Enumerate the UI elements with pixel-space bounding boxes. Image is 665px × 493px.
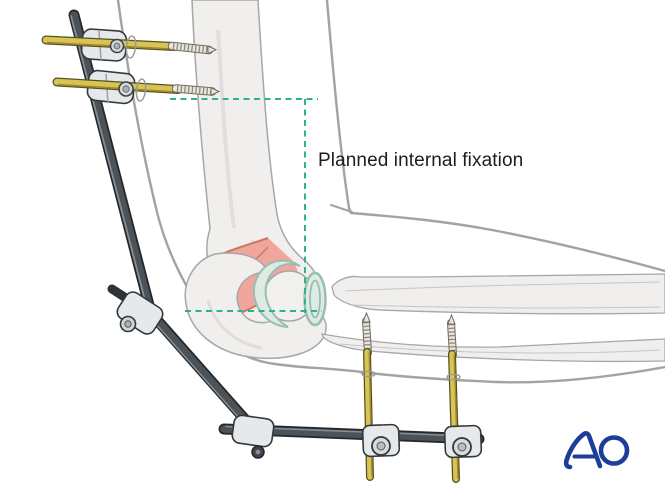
pin-1-skin-entry-ring xyxy=(125,35,137,59)
pin-3-thread-hatch xyxy=(363,321,371,353)
ulna-bone xyxy=(320,333,665,363)
humerus-shading xyxy=(216,29,236,229)
pin-1-tip xyxy=(207,45,218,55)
annotation-planned-internal-fixation: Planned internal fixation xyxy=(318,150,524,171)
ao-logo xyxy=(563,431,630,470)
clamp-middle-bolt-center xyxy=(124,320,132,328)
pin-clamp-4-bolt-center xyxy=(457,442,467,452)
pin-2-skin-entry-ring xyxy=(135,78,147,102)
pin-clamp-lower-1 xyxy=(361,423,401,458)
pin-1-shaft xyxy=(42,36,178,50)
elbow-crease-notch xyxy=(330,204,353,213)
upper-arm-posterior-outline xyxy=(325,0,665,273)
pin-clamp-1-nut-center xyxy=(113,42,121,50)
ao-logo-letter-o xyxy=(598,435,630,466)
pin-clamp-2-nut-center xyxy=(122,85,130,93)
upper-arm-anterior-forearm-outline xyxy=(116,0,665,384)
pin-2-thread xyxy=(172,85,216,95)
pin-2-shade xyxy=(57,83,178,93)
ulna-inner-contour xyxy=(339,343,661,354)
pin-clamp-3-bolt-center xyxy=(376,441,386,451)
bones xyxy=(184,0,665,363)
schanz-pin-upper-1 xyxy=(41,35,218,55)
rod-lower xyxy=(146,308,261,437)
pin-4-thread-hatch xyxy=(448,323,456,355)
pin-clamp-lower-2 xyxy=(443,424,483,459)
clamp-bottom-bolt-center xyxy=(255,449,261,455)
rod-to-rod-clamp-bottom xyxy=(231,414,275,459)
pin-2-tip xyxy=(210,87,221,96)
arm-silhouette xyxy=(116,0,665,384)
pin-3-tip xyxy=(362,311,371,323)
pin-2-shaft xyxy=(53,78,182,93)
rod-upper xyxy=(70,11,154,313)
pin-4-tip xyxy=(447,313,456,325)
schanz-pin-upper-2 xyxy=(52,77,221,96)
radius-inner-contour xyxy=(344,281,661,292)
planned-fixation-guides xyxy=(170,98,322,313)
annular-cartilage-ring-inner xyxy=(309,279,321,319)
rod-to-rod-clamp-middle xyxy=(107,284,164,335)
radius-lower-contour xyxy=(349,304,661,309)
pin-3-skin-entry-ring xyxy=(361,370,376,378)
rod-upper-highlight xyxy=(70,15,148,309)
rod-lower-highlight xyxy=(147,314,256,437)
external-fixator xyxy=(41,9,485,483)
pin-4-skin-entry-ring xyxy=(446,373,461,381)
clamp-bottom-body xyxy=(231,414,275,448)
trochlea-cartilage-crescent xyxy=(252,259,301,328)
ao-logo-letter-a xyxy=(563,431,603,470)
olecranon-shading xyxy=(206,299,263,350)
